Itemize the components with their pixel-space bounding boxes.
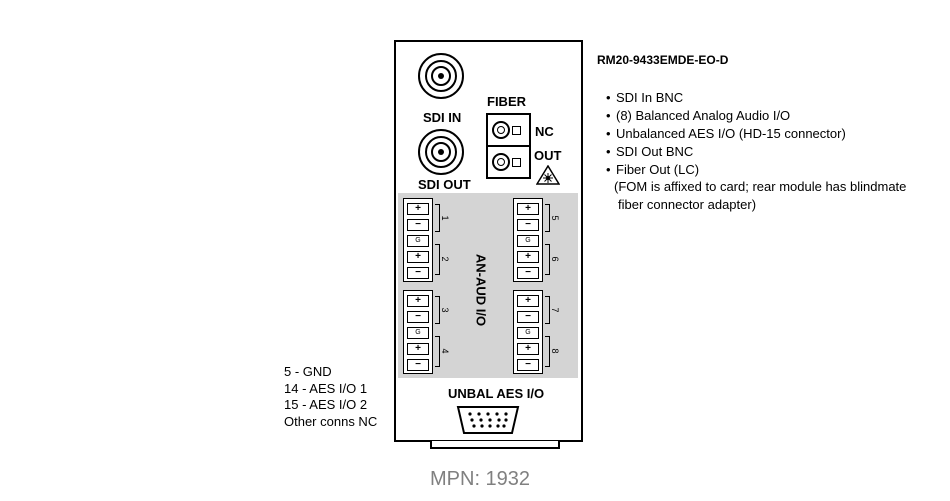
channel-label: 8	[550, 348, 560, 354]
pinout-line: 15 - AES I/O 2	[284, 397, 368, 412]
fiber-out-port	[492, 153, 510, 171]
fiber-nc-port	[492, 121, 510, 139]
fiber-out-port-latch	[512, 158, 521, 167]
terminal-plus: +	[407, 343, 429, 355]
terminal-minus: −	[407, 311, 429, 323]
channel-bracket	[545, 204, 550, 232]
terminal-minus: −	[517, 359, 539, 371]
terminal-minus: −	[407, 359, 429, 371]
note-line: (FOM is affixed to card; rear module has…	[614, 179, 907, 194]
channel-label: 5	[550, 215, 560, 221]
pinout-line: Other conns NC	[284, 413, 378, 429]
feature-item: Fiber Out (LC)	[606, 161, 846, 179]
sdi-out-label: SDI OUT	[418, 177, 471, 192]
terminal-minus: −	[517, 219, 539, 231]
terminal-minus: −	[517, 311, 539, 323]
channel-bracket	[545, 244, 550, 275]
sdi-in-label: SDI IN	[423, 110, 462, 125]
fom-note: (FOM is affixed to card; rear module has…	[614, 178, 906, 214]
channel-bracket	[545, 336, 550, 367]
terminal-plus: +	[517, 343, 539, 355]
fiber-label: FIBER	[487, 94, 526, 109]
audio-terminal-block-ch7-8: + − G + −	[513, 290, 543, 374]
channel-bracket	[435, 244, 440, 275]
feature-item: (8) Balanced Analog Audio I/O	[606, 107, 846, 125]
audio-terminal-block-ch1-2: + − G + −	[403, 198, 433, 282]
hd15-connector	[456, 406, 520, 434]
fiber-nc-port-latch	[512, 126, 521, 135]
terminal-minus: −	[407, 267, 429, 279]
terminal-minus: −	[517, 267, 539, 279]
terminal-plus: +	[517, 203, 539, 215]
sdi-out-bnc-connector	[418, 129, 464, 175]
channel-bracket	[435, 296, 440, 324]
channel-label: 6	[550, 256, 560, 262]
terminal-plus: +	[407, 295, 429, 307]
terminal-plus: +	[517, 251, 539, 263]
audio-terminal-block-ch5-6: + − G + −	[513, 198, 543, 282]
feature-item: SDI In BNC	[606, 89, 846, 107]
terminal-plus: +	[407, 203, 429, 215]
channel-label: 3	[440, 307, 450, 313]
fiber-out-label: OUT	[534, 148, 562, 163]
laser-warning-icon	[536, 165, 560, 185]
channel-bracket	[435, 336, 440, 367]
feature-item: SDI Out BNC	[606, 143, 846, 161]
terminal-ground: G	[517, 327, 539, 339]
note-line: fiber connector adapter)	[618, 197, 757, 212]
channel-label: 4	[440, 348, 450, 354]
model-number: RM20-9433EMDE-EO-D	[597, 53, 729, 67]
fiber-divider	[486, 145, 531, 147]
mpn-caption: MPN: 1932	[430, 468, 531, 490]
sdi-in-bnc-connector	[418, 53, 464, 99]
analog-audio-label: AN-AUD I/O	[473, 253, 489, 327]
terminal-minus: −	[407, 219, 429, 231]
fiber-nc-label: NC	[535, 124, 554, 139]
channel-bracket	[545, 296, 550, 324]
terminal-plus: +	[517, 295, 539, 307]
unbal-aes-label: UNBAL AES I/O	[448, 386, 545, 401]
channel-bracket	[435, 204, 440, 232]
terminal-plus: +	[407, 251, 429, 263]
feature-list: SDI In BNC (8) Balanced Analog Audio I/O…	[606, 89, 846, 179]
terminal-ground: G	[407, 235, 429, 247]
terminal-ground: G	[517, 235, 539, 247]
aes-pinout-notes: 5 - GND 14 - AES I/O 1 15 - AES I/O 2 Ot…	[284, 364, 377, 430]
terminal-ground: G	[407, 327, 429, 339]
pinout-line: 14 - AES I/O 1	[284, 380, 368, 396]
audio-terminal-block-ch3-4: + − G + −	[403, 290, 433, 374]
channel-label: 1	[440, 215, 450, 221]
channel-label: 2	[440, 256, 450, 262]
module-bottom-tab	[430, 441, 560, 449]
channel-label: 7	[550, 307, 560, 313]
feature-item: Unbalanced AES I/O (HD-15 connector)	[606, 125, 846, 143]
pinout-line: 5 - GND	[284, 364, 332, 379]
